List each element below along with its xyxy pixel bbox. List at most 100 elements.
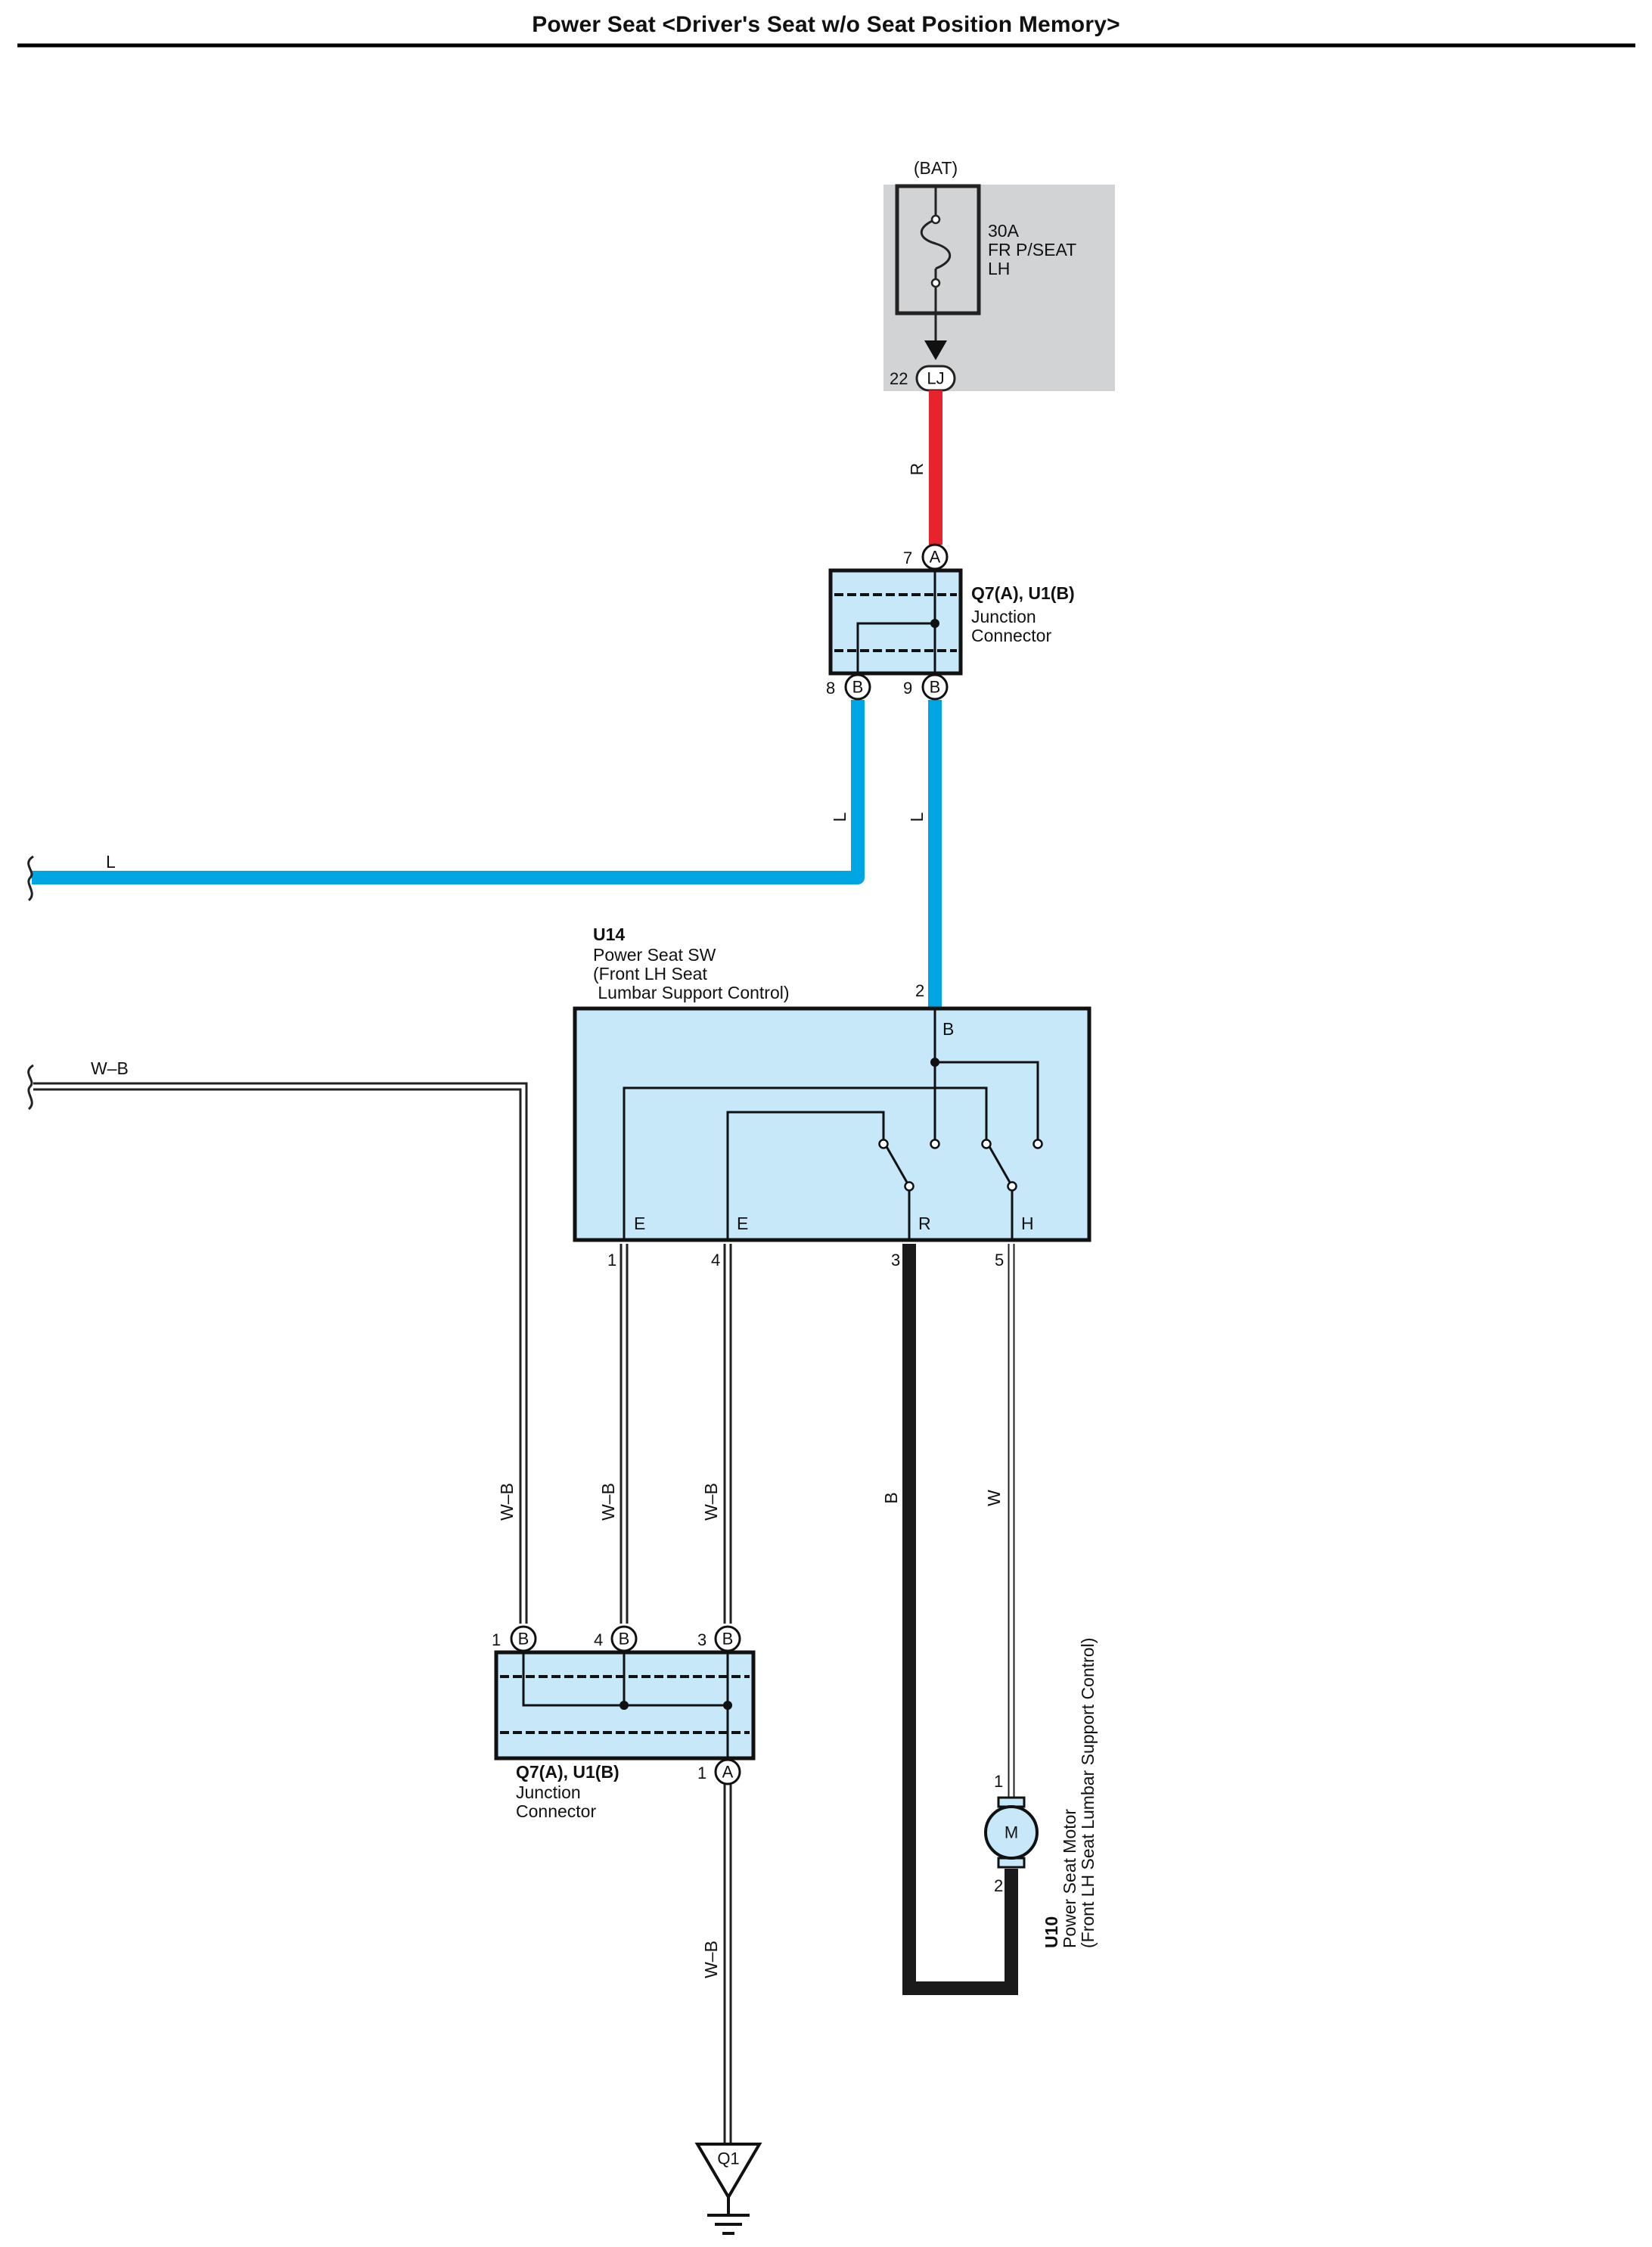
wire-break-icon: [27, 855, 34, 902]
fuse-box-panel: [883, 185, 1115, 391]
battery-label: (BAT): [914, 158, 958, 178]
switch-pivot: [904, 1181, 914, 1192]
connector-pin-number: 1: [697, 1764, 706, 1782]
wb-feed-wire: [33, 1082, 528, 1624]
fuse-frame: [895, 184, 981, 315]
junction-top-line2: Connector: [971, 626, 1051, 645]
switch-pin-bottom: 4: [711, 1251, 720, 1270]
junction-top-body: [828, 568, 963, 676]
switch-body: [573, 1006, 1092, 1242]
switch-pin-bottom: 1: [607, 1251, 616, 1270]
junction-bottom-name: Q7(A), U1(B): [516, 1762, 620, 1782]
wb-feed-wire-core: [33, 1084, 526, 1624]
junction-connector-bottom: B 1 B 4 B 3 A 1 Q7(A), U1(B) Junction Co…: [492, 1625, 756, 1821]
arrow-icon: [924, 340, 947, 360]
fuse-contact-top: [930, 214, 941, 225]
switch-pin-bottom: 3: [891, 1251, 900, 1270]
lj-terminal-pin: 22: [890, 369, 908, 388]
junction-top-name: Q7(A), U1(B): [971, 583, 1075, 603]
motor-symbol: M: [1005, 1823, 1018, 1842]
splice-dot: [930, 619, 939, 628]
switch-terminal-e2: E: [737, 1214, 748, 1233]
wb-2-label: W–B: [598, 1483, 618, 1521]
connector-pin-letter: B: [619, 1630, 630, 1649]
fuse-box: (BAT) 30A FR P/SEAT LH LJ 22: [883, 158, 1115, 392]
fuse-name-line2: LH: [988, 259, 1010, 278]
switch-contact-r: [883, 1143, 911, 1187]
wb-ground-label: W–B: [701, 1941, 721, 1978]
connector-pin: [844, 673, 871, 701]
connector-pin-letter: B: [722, 1630, 734, 1649]
switch-terminal-b: B: [942, 1019, 954, 1039]
connector-pin-letter: B: [852, 678, 864, 697]
junction-connector-top: Q7(A), U1(B) Junction Connector A 7 B 8 …: [826, 543, 1075, 701]
blue-wire-left: [32, 700, 865, 884]
connector-pin-number: 8: [826, 679, 835, 698]
junction-bottom-line1: Junction: [516, 1782, 581, 1802]
switch-pivot: [1007, 1181, 1017, 1192]
blue-wire-left-label: L: [830, 812, 849, 822]
connector-pin-letter: A: [930, 548, 941, 567]
ground-label: Q1: [717, 2149, 739, 2168]
junction-bottom-line2: Connector: [516, 1801, 596, 1821]
connector-pin-letter: A: [722, 1763, 734, 1782]
switch-circuit: [623, 1009, 1039, 1240]
switch-b-bus: [933, 1009, 1039, 1144]
fuse-contact-bottom: [930, 278, 941, 288]
switch-pin-top: 2: [915, 981, 924, 1000]
splice-dot: [620, 1701, 629, 1710]
connector-pin-number: 9: [903, 679, 912, 698]
ground-triangle: [694, 2143, 762, 2200]
white-wire-label: W: [984, 1490, 1004, 1506]
connector-pin-number: 1: [492, 1630, 501, 1649]
motor-pin2: 2: [994, 1876, 1003, 1895]
fuse-rating: 30A: [988, 221, 1020, 241]
junction-top-bus: [856, 570, 936, 673]
connector-pin-letter: B: [518, 1630, 529, 1649]
lj-terminal-code: LJ: [927, 369, 944, 388]
fuse-name-line1: FR P/SEAT: [988, 240, 1076, 260]
fuse-icon: [920, 186, 952, 313]
connector-pin: [714, 1758, 741, 1785]
splice-dot: [723, 1701, 732, 1710]
switch-contact-point: [930, 1139, 940, 1149]
blue-wire-right-label: L: [907, 812, 927, 822]
junction-top-line1: Junction: [971, 607, 1036, 626]
ground-point: Q1: [694, 2143, 762, 2235]
connector-pin-number: 4: [594, 1630, 603, 1649]
connector-pin: [610, 1625, 638, 1652]
switch-line1: Power Seat SW: [593, 945, 716, 965]
red-wire-label: R: [907, 463, 927, 476]
motor-icon: [984, 1805, 1039, 1860]
switch-line3: Lumbar Support Control): [593, 983, 790, 1002]
black-wire: [902, 1244, 1018, 1995]
wire-break-icon: [27, 1064, 34, 1111]
power-seat-motor: M 1 2 U10 Power Seat Motor (Front LH Sea…: [984, 1638, 1098, 1948]
blue-wire-horizontal-label: L: [106, 852, 116, 872]
switch-terminal-h: H: [1021, 1214, 1034, 1233]
power-seat-switch: U14 Power Seat SW (Front LH Seat Lumbar …: [573, 925, 1092, 1270]
connector-pin-letter: B: [930, 678, 941, 697]
connector-pin-number: 3: [697, 1630, 706, 1649]
wb-3-label: W–B: [701, 1483, 721, 1521]
switch-contact-point: [878, 1139, 889, 1149]
connector-pin: [921, 543, 949, 570]
motor-line1: Power Seat Motor: [1060, 1809, 1079, 1948]
connector-pin: [921, 673, 949, 701]
switch-terminal-e1: E: [634, 1214, 645, 1233]
switch-id: U14: [593, 925, 625, 944]
wb-feed-label: W–B: [91, 1058, 129, 1078]
splice-dot: [930, 1058, 939, 1067]
wb-1-label: W–B: [497, 1483, 517, 1521]
switch-contact-h: [986, 1143, 1014, 1187]
connector-pin-number: 7: [903, 549, 912, 567]
wb-feed-wire-body: [33, 1082, 528, 1624]
switch-contact-point: [1032, 1139, 1043, 1149]
black-wire-label: B: [881, 1492, 901, 1503]
switch-e2-bus: [726, 1111, 885, 1240]
motor-pin1: 1: [994, 1772, 1003, 1791]
motor-id: U10: [1042, 1916, 1061, 1948]
motor-line2: (Front LH Seat Lumbar Support Control): [1078, 1638, 1098, 1948]
switch-line2: (Front LH Seat: [593, 964, 707, 984]
